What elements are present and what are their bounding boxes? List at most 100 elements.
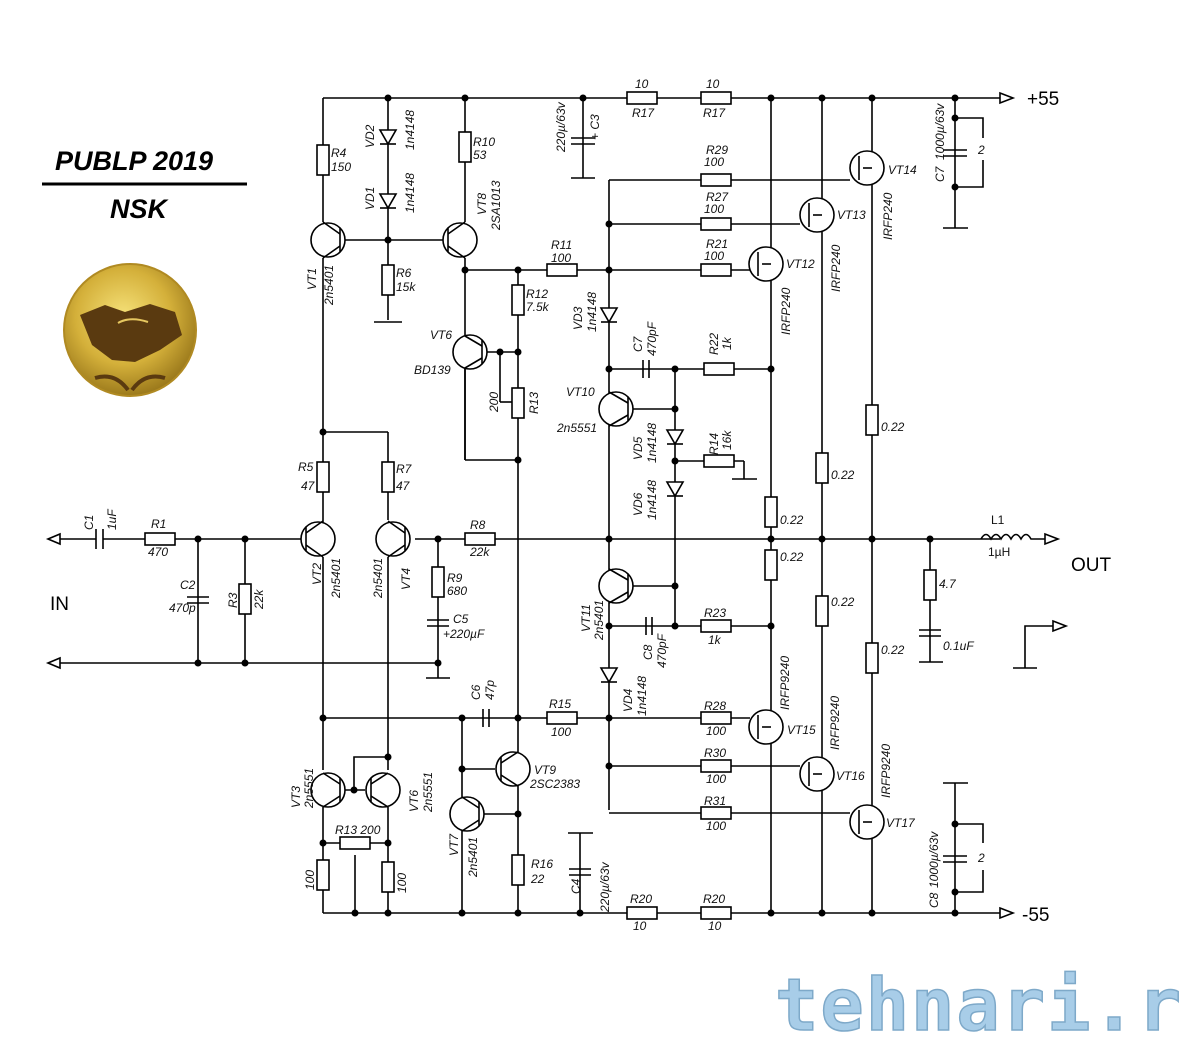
vd5-ref: VD5 (631, 436, 645, 460)
resistor-r16 (511, 854, 525, 886)
mosfet-vt15 (748, 709, 784, 745)
r20a-value: 10 (633, 919, 647, 933)
r13a-ref: R13 (527, 392, 541, 414)
r30-ref: R30 (704, 746, 726, 760)
vt16-ref: VT16 (836, 769, 865, 783)
r9-ref: R9 (447, 571, 463, 585)
r5-ref: R5 (298, 460, 314, 474)
r11-ref: R11 (551, 238, 572, 252)
positive-rail (323, 91, 1016, 105)
diode-vd2 (378, 129, 398, 146)
r17b-value: 10 (706, 77, 720, 91)
resistor-source-2 (815, 452, 829, 484)
transistor-vt6-mirror (365, 772, 401, 913)
r17b-ref: R17 (703, 106, 726, 120)
r16-ref: R16 (531, 857, 553, 871)
r12-value: 7.5k (526, 300, 550, 314)
resistor-source-5 (815, 595, 829, 627)
c1-ref: C1 (82, 515, 96, 530)
r28-value: 100 (706, 724, 726, 738)
vd3-value: 1n4148 (585, 292, 599, 332)
r17a-value: 10 (635, 77, 649, 91)
transistor-vt3 (310, 772, 365, 913)
r30-value: 100 (706, 772, 726, 786)
r22-ref: R22 (707, 333, 721, 355)
r11-value: 100 (551, 251, 571, 265)
watermark: tehnari.ru (775, 963, 1181, 1047)
vt2-value: 2n5401 (329, 558, 343, 599)
l1-ref: L1 (991, 513, 1005, 527)
r7-ref: R7 (396, 462, 413, 476)
vt6a-ref: VT6 (430, 328, 452, 342)
handshake-medal-icon (63, 263, 197, 397)
c8a-value: 470pF (655, 633, 669, 668)
c8b-value: 1000µ/63v (927, 831, 941, 888)
resistor-r28 (700, 711, 732, 725)
junction-dots (194, 94, 959, 917)
resistor-r20b (700, 906, 732, 920)
vt14-value: IRFP240 (881, 192, 895, 240)
r8-value: 22k (469, 545, 490, 559)
resistor-r9 (431, 566, 445, 598)
r21-ref: R21 (706, 237, 728, 251)
vt1-value: 2n5401 (322, 265, 336, 306)
rs1-value: 0.22 (780, 513, 804, 527)
r4-value: 150 (331, 160, 351, 174)
r7-value: 47 (396, 479, 411, 493)
r21-value: 100 (704, 249, 724, 263)
rs5-value: 0.22 (831, 595, 855, 609)
c5-ref: C5 (453, 612, 469, 626)
mosfet-vt17 (849, 804, 885, 840)
vt9-value: 2SC2383 (529, 777, 580, 791)
vd1-value: 1n4148 (403, 173, 417, 213)
r29-value: 100 (704, 155, 724, 169)
resistor-r22 (703, 362, 735, 376)
r10-value: 53 (473, 148, 487, 162)
resistor-r27 (700, 217, 732, 231)
rs6-value: 0.22 (881, 643, 905, 657)
vt17-ref: VT17 (886, 816, 916, 830)
resistor-r31 (700, 806, 732, 820)
r4-ref: R4 (331, 146, 347, 160)
resistor-source-6 (865, 642, 879, 674)
resistor-r21 (700, 263, 732, 277)
transistor-vt10 (598, 391, 675, 427)
transistor-vt7 (449, 796, 518, 832)
r9-value: 680 (447, 584, 467, 598)
vd2-value: 1n4148 (403, 110, 417, 150)
c2-value: 470p (169, 601, 196, 615)
c4-value: 220µ/63v (598, 861, 612, 913)
c7a-value: 470pF (645, 321, 659, 356)
vt6a-value: BD139 (414, 363, 451, 377)
vd2-ref: VD2 (363, 124, 377, 148)
vt3-value: 2n5551 (302, 768, 316, 809)
vd4-ref: VD4 (621, 688, 635, 712)
resistor-r17a (626, 91, 658, 105)
r22-value: 1k (720, 336, 734, 350)
input-label: IN (50, 594, 69, 615)
resistor-r10 (458, 131, 472, 163)
vt9-ref: VT9 (534, 763, 556, 777)
rz-value: 4.7 (939, 577, 957, 591)
transistor-vt4 (375, 520, 411, 770)
r15-value: 100 (551, 725, 571, 739)
r5-value: 47 (301, 479, 316, 493)
r20b-value: 10 (708, 919, 722, 933)
c7b-ref: C7 (933, 165, 947, 182)
resistor-r6 (381, 264, 395, 296)
r1-value: 470 (148, 545, 168, 559)
vt8-value: 2SA1013 (489, 180, 503, 231)
c3-ref: + C3 (588, 114, 602, 140)
vt6b-value: 2n5551 (421, 772, 435, 813)
r14-value: 16k (720, 430, 734, 450)
r20a-ref: R20 (630, 892, 652, 906)
vt12-ref: VT12 (786, 257, 815, 271)
c8b-parallel: 2 (977, 851, 985, 865)
vt7-ref: VT7 (447, 833, 461, 856)
c4-ref: C4 (569, 878, 583, 894)
resistor-source-1 (764, 496, 778, 528)
diode-vd5 (665, 429, 685, 446)
vt13-value: IRFP240 (829, 244, 843, 292)
r13a-value: 200 (487, 392, 501, 413)
